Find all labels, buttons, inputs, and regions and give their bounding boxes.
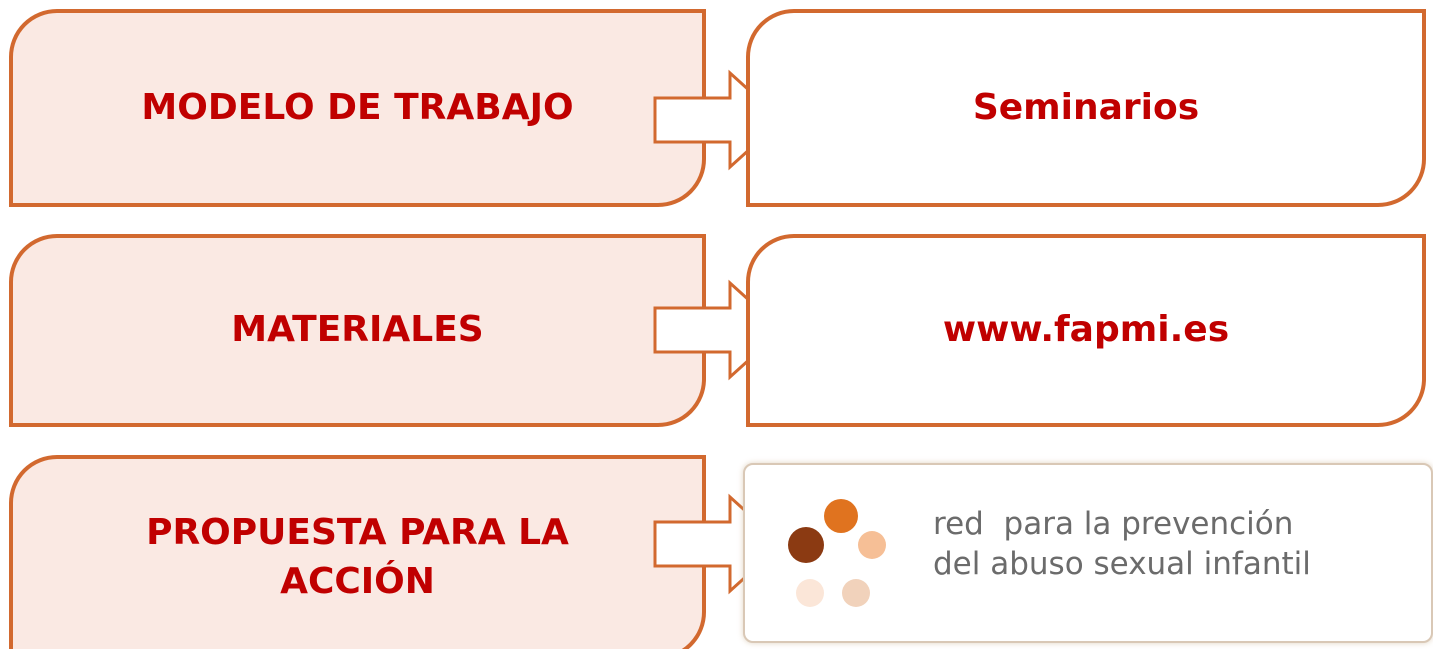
logo-line-1: red para la prevención: [933, 506, 1294, 542]
dots-logo-icon: [788, 499, 886, 607]
logo-dot: [788, 527, 824, 563]
box-modelo-de-trabajo: MODELO DE TRABAJO: [9, 9, 706, 207]
logo-dot: [842, 579, 870, 607]
logo-dot: [858, 531, 886, 559]
logo-text: red para la prevención del abuso sexual …: [933, 505, 1311, 584]
box-value: Seminarios: [972, 86, 1200, 128]
box-materiales: MATERIALES: [9, 234, 706, 427]
box-value: www.fapmi.es: [942, 309, 1230, 351]
box-label: MATERIALES: [231, 309, 484, 351]
box-propuesta-para-la-accion: PROPUESTA PARA LA ACCIÓN: [9, 455, 706, 649]
box-seminarios: Seminarios: [746, 9, 1426, 207]
box-label: MODELO DE TRABAJO: [141, 86, 574, 128]
box-fapmi-link: www.fapmi.es: [746, 234, 1426, 427]
logo-red-prevencion: [743, 463, 1433, 643]
logo-dot: [824, 499, 858, 533]
box-label: PROPUESTA PARA LA ACCIÓN: [146, 511, 569, 602]
logo-line-2: del abuso sexual infantil: [933, 545, 1311, 582]
logo-dot: [796, 579, 824, 607]
